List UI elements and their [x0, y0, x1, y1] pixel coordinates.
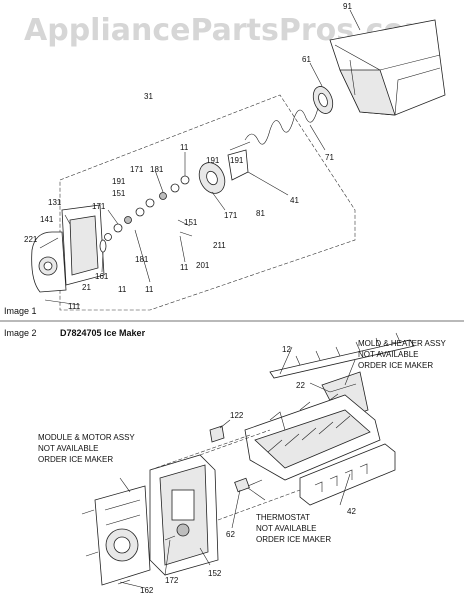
image2-diagram: Image 2 D7824705 Ice Maker: [4, 328, 447, 595]
callout-11-b: 11: [180, 263, 189, 272]
callout-141: 141: [40, 215, 54, 224]
callout-22: 22: [296, 381, 305, 390]
image2-title: D7824705 Ice Maker: [60, 328, 146, 338]
callout-191: 191: [206, 156, 220, 165]
shaft-part: [99, 239, 107, 253]
callout-42: 42: [347, 507, 356, 516]
callout-11-c: 11: [145, 285, 154, 294]
image1-leaders: [39, 9, 361, 306]
note-thermostat: THERMOSTAT NOT AVAILABLE ORDER ICE MAKER: [256, 513, 331, 544]
auger-spiral-part: [244, 107, 319, 145]
image2-leaders: [119, 346, 356, 589]
thermostat-part: [234, 477, 263, 493]
ejector-rake-part: [269, 332, 415, 379]
svg-text:NOT AVAILABLE: NOT AVAILABLE: [38, 444, 98, 453]
callout-111: 111: [68, 302, 81, 311]
callout-81: 81: [256, 209, 265, 218]
callout-171: 171: [130, 165, 144, 174]
image1-label: Image 1: [4, 306, 37, 316]
callout-11-d: 11: [118, 285, 127, 294]
ice-bucket-part: [329, 19, 446, 116]
callout-11: 11: [180, 143, 189, 152]
drive-gear-part: [198, 162, 226, 194]
image2-callouts: 12 22 122 42 62 152 172 162: [140, 345, 356, 595]
assembly-outline: [59, 94, 356, 311]
callout-71: 71: [325, 153, 334, 162]
callout-131: 131: [48, 198, 62, 207]
callout-181: 181: [150, 165, 164, 174]
svg-text:MOLD & HEATER ASSY: MOLD & HEATER ASSY: [358, 339, 447, 348]
hardware-stack: [104, 175, 193, 241]
callout-151: 151: [112, 189, 126, 198]
image1-callouts: 91 61 31 71 11 191 181 171 191 151 41 81…: [24, 2, 352, 311]
screw-hardware: [81, 509, 176, 585]
callout-122: 122: [230, 411, 244, 420]
alignment-lines: [149, 429, 301, 521]
callout-152: 152: [208, 569, 222, 578]
svg-text:NOT AVAILABLE: NOT AVAILABLE: [358, 350, 418, 359]
callout-12: 12: [282, 345, 291, 354]
callout-172: 172: [165, 576, 179, 585]
callout-41: 41: [290, 196, 299, 205]
callout-161: 161: [95, 272, 109, 281]
svg-text:ORDER ICE MAKER: ORDER ICE MAKER: [256, 535, 331, 544]
callout-191-c: 191: [230, 156, 244, 165]
callout-191-b: 191: [112, 177, 126, 186]
callout-151-b: 151: [184, 218, 198, 227]
image2-label: Image 2: [4, 328, 37, 338]
callout-61: 61: [302, 55, 311, 64]
callout-171-c: 171: [92, 202, 106, 211]
callout-181-b: 181: [135, 255, 149, 264]
callout-21: 21: [82, 283, 91, 292]
callout-171-b: 171: [224, 211, 238, 220]
note-mold-heater: MOLD & HEATER ASSY NOT AVAILABLE ORDER I…: [358, 339, 447, 370]
svg-text:MODULE & MOTOR ASSY: MODULE & MOTOR ASSY: [38, 433, 135, 442]
module-housing-part: [149, 454, 219, 576]
clip-part: [209, 425, 225, 443]
bin-part: [299, 443, 396, 506]
note-module-motor: MODULE & MOTOR ASSY NOT AVAILABLE ORDER …: [38, 433, 135, 464]
ice-mold-tray-part: [244, 393, 381, 481]
callout-201: 201: [196, 261, 210, 270]
callout-211: 211: [213, 241, 226, 250]
image1-diagram: 91 61 31 71 11 191 181 171 191 151 41 81…: [4, 2, 446, 316]
svg-text:NOT AVAILABLE: NOT AVAILABLE: [256, 524, 316, 533]
callout-221: 221: [24, 235, 38, 244]
svg-text:ORDER ICE MAKER: ORDER ICE MAKER: [358, 361, 433, 370]
svg-text:THERMOSTAT: THERMOSTAT: [256, 513, 310, 522]
front-housing-part: [31, 204, 105, 293]
blade-part: [227, 149, 249, 181]
callout-162: 162: [140, 586, 154, 595]
callout-62: 62: [226, 530, 235, 539]
auger-ring-part: [312, 86, 334, 114]
motor-part: [94, 485, 151, 586]
callout-91: 91: [343, 2, 352, 11]
svg-text:ORDER ICE MAKER: ORDER ICE MAKER: [38, 455, 113, 464]
callout-31: 31: [144, 92, 153, 101]
